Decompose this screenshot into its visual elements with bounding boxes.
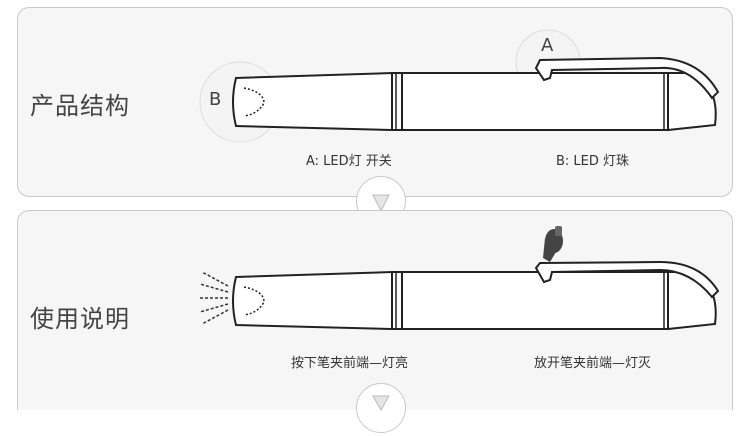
chevron-down-icon [372, 395, 390, 412]
caption-release-off: 放开笔夹前端—灯灭 [534, 356, 652, 371]
chevron-down-icon [372, 194, 390, 213]
pen-illustration-structure [199, 29, 720, 143]
pen-illustration-usage [198, 226, 720, 331]
tag-a: A [541, 35, 554, 56]
led-bulb-2 [243, 286, 265, 316]
caption-led-switch: A: LED灯 开关 [306, 154, 392, 169]
next-section-button-2[interactable] [356, 383, 406, 433]
pen-body-2 [232, 270, 717, 331]
caption-press-on: 按下笔夹前端—灯亮 [291, 356, 409, 371]
pen-clip-2 [534, 260, 720, 299]
tag-b: B [209, 89, 222, 110]
finger-press-icon [543, 226, 563, 262]
pen-body-1 [232, 71, 717, 132]
light-rays [198, 271, 229, 325]
pen-clip-1 [534, 56, 720, 100]
led-bulb-1 [243, 87, 265, 117]
usage-title: 使用说明 [30, 305, 130, 333]
structure-title: 产品结构 [30, 92, 130, 120]
caption-led-bead: B: LED 灯珠 [556, 154, 630, 169]
